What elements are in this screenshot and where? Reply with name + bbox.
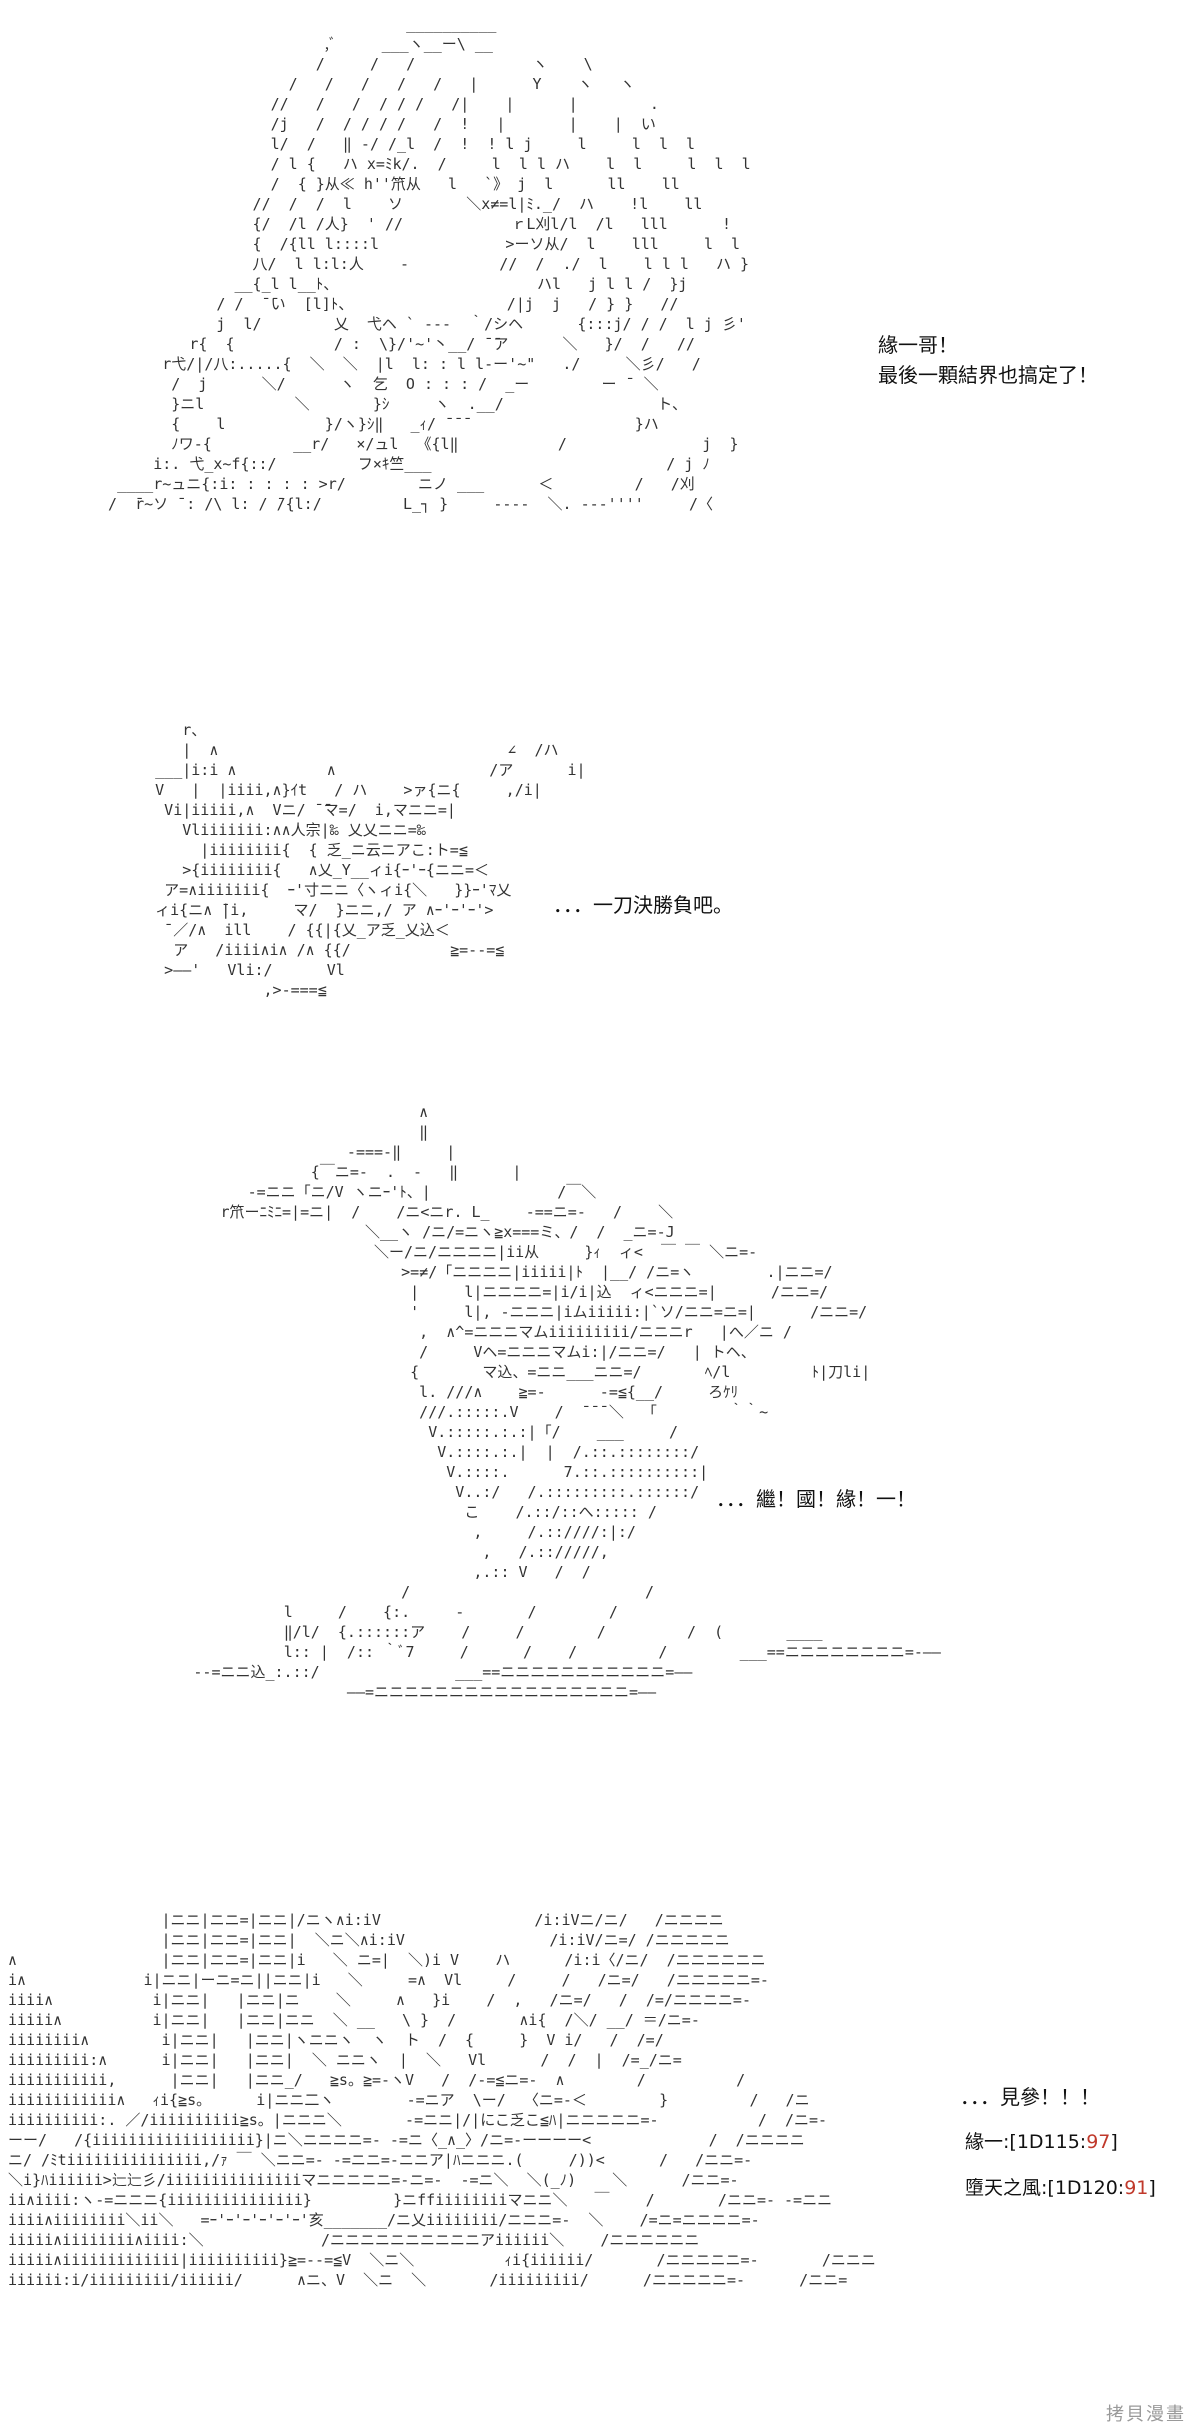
dialogue-line-1: ．．．繼！國！緣！一！ [716,1487,916,1511]
dialogue-panel-4: ．．．見參！！！ [960,2082,1100,2112]
roll-close: ] [1110,2131,1118,2153]
panel-2: r、 | ∧ ∠ /ハ ___|i:i ∧ ∧ /ア i| V | |iiii,… [0,720,1200,1100]
dialogue-line-2: 最後一顆結界也搞定了！ [878,363,1098,387]
roll-close: ] [1148,2177,1156,2199]
roll-open: [1D120: [1047,2177,1125,2199]
dialogue-line-1: ．．．見參！！！ [960,2085,1100,2109]
ascii-art-clash: |ニニ|ニニ=|ニニ|/ニヽ∧i:iV /i:iVニ/ニ/ /ニニニニ |ニニ|… [8,1911,876,2289]
ascii-art-demon: r、 | ∧ ∠ /ハ ___|i:i ∧ ∧ /ア i| V | |iiii,… [155,721,586,999]
dialogue-line-1: ．．．一刀決勝負吧。 [553,893,733,917]
dialogue-panel-1: 緣一哥！ 最後一顆結界也搞定了！ [878,330,1098,390]
roll-open: [1D115: [1009,2131,1087,2153]
roll-label: 墮天之風: [965,2177,1048,2199]
watermark: 拷貝漫畫 [1106,2404,1186,2425]
ascii-art-girl: __________ ,ﾞ ___ヽ__ー\ __ / / / ヽ \ / / … [108,15,751,513]
roll-value: 91 [1124,2177,1149,2199]
dialogue-line-1: 緣一哥！ [878,333,958,357]
panel-3: ∧ ‖ -===-‖ | {￣ニ=- . - ‖ | -=ニニ「ニ/V ヽニｰ'… [0,1102,1200,1882]
dialogue-panel-2: ．．．一刀決勝負吧。 [553,890,733,920]
panel-4: |ニニ|ニニ=|ニニ|/ニヽ∧i:iV /i:iVニ/ニ/ /ニニニニ |ニニ|… [0,1910,1200,2436]
panel-1: __________ ,ﾞ ___ヽ__ー\ __ / / / ヽ \ / / … [0,0,1200,680]
dice-roll-1: 緣一:[1D115:97] [965,2128,1118,2156]
dialogue-panel-3: ．．．繼！國！緣！一！ [716,1484,916,1514]
roll-value: 97 [1086,2131,1111,2153]
ascii-art-sword-strike: ∧ ‖ -===-‖ | {￣ニ=- . - ‖ | -=ニニ「ニ/V ヽニｰ'… [193,1103,941,1701]
dice-roll-2: 墮天之風:[1D120:91] [965,2174,1156,2202]
roll-label: 緣一: [965,2131,1010,2153]
